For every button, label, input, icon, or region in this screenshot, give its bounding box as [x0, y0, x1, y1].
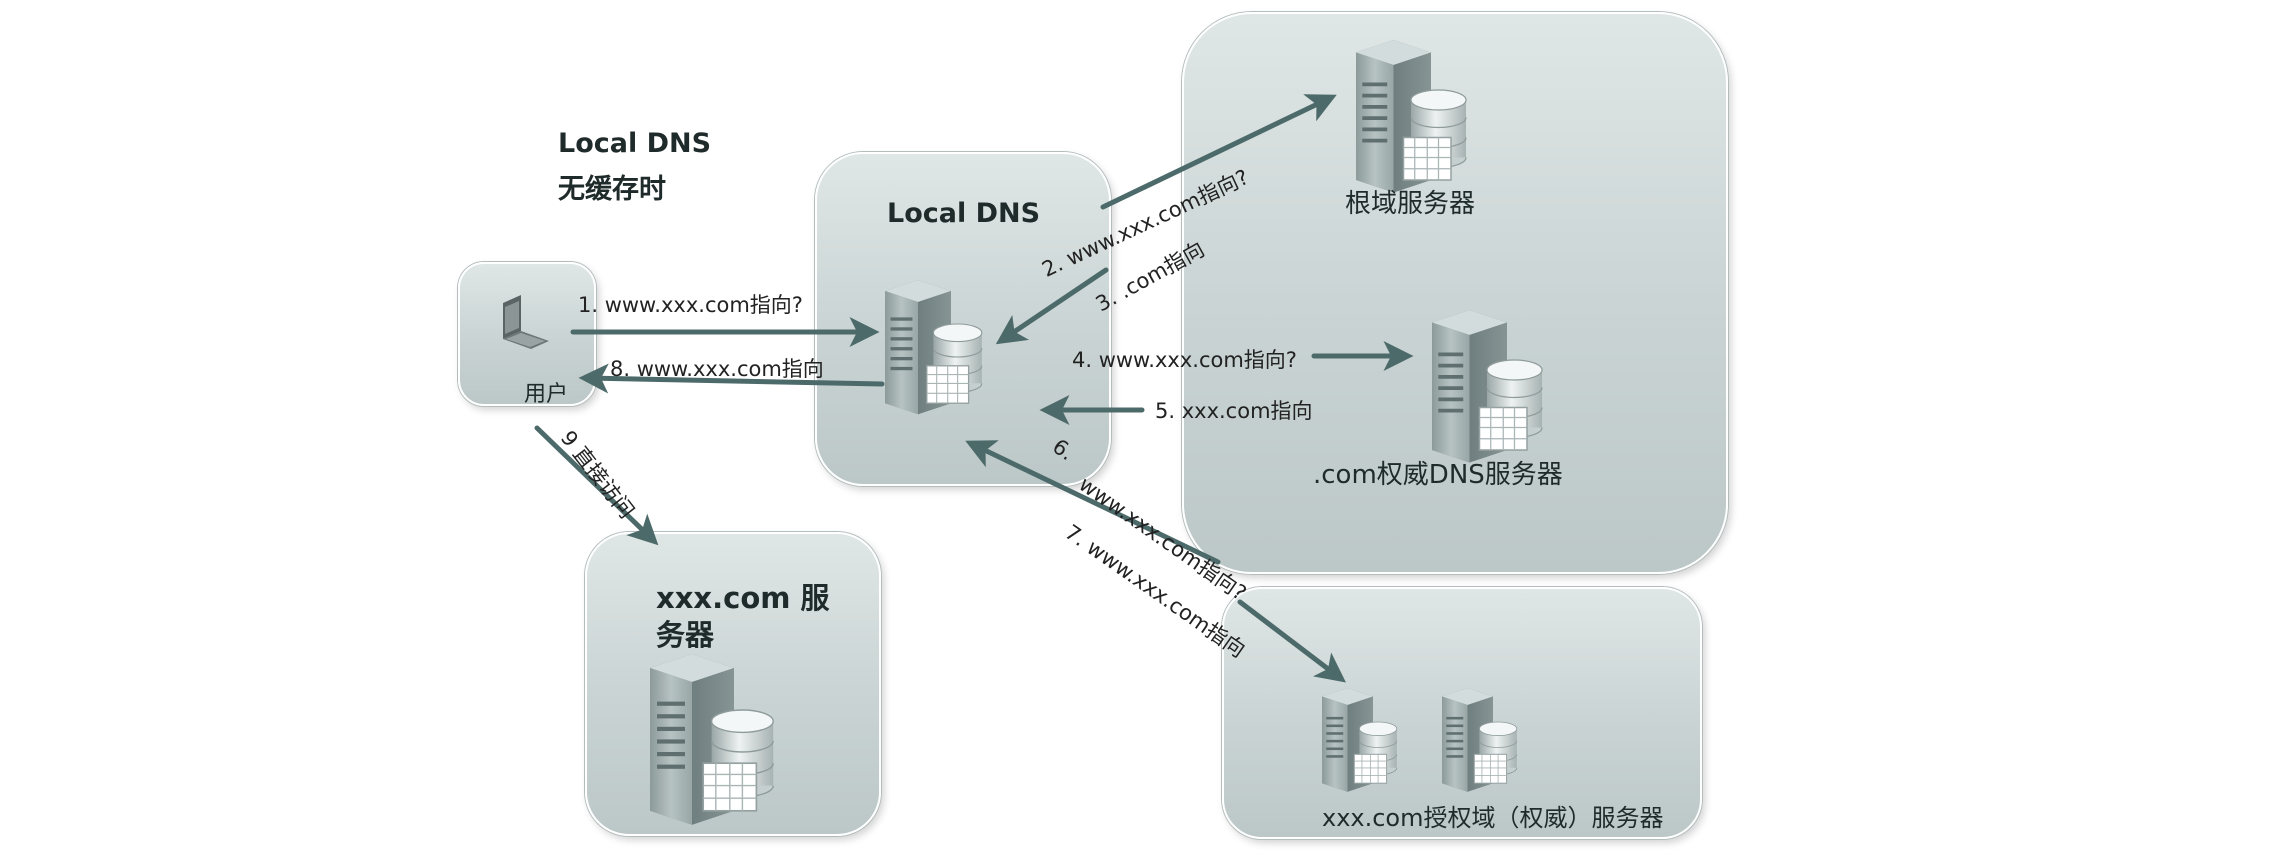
local-dns-label: Local DNS	[887, 198, 1041, 229]
com-server-label: .com权威DNS服务器	[1313, 460, 1563, 490]
auth-server-label: xxx.com授权域（权威）服务器	[1322, 804, 1664, 832]
com-server-icon	[1431, 309, 1543, 464]
step-4-label: 4. www.xxx.com指向?	[1072, 348, 1297, 372]
side-note-title: Local DNS	[558, 128, 712, 159]
arrow-step-8	[578, 363, 885, 394]
arrow-step-9	[534, 425, 659, 546]
xxx-server-label-line1: xxx.com 服	[656, 581, 830, 615]
root-server-icon	[1355, 39, 1467, 194]
laptop-icon	[503, 295, 549, 349]
user-label: 用户	[524, 382, 569, 407]
step-1-label: 1. www.xxx.com指向?	[578, 293, 803, 317]
xxx-server-icon	[649, 653, 775, 826]
root-server-label: 根域服务器	[1345, 189, 1476, 219]
auth-server-icon-2	[1441, 687, 1518, 793]
arrow-step-3	[995, 267, 1109, 345]
arrow-step-2	[1100, 94, 1337, 210]
arrow-step-6	[1237, 599, 1346, 683]
auth-server-icon-1	[1321, 687, 1398, 793]
local-dns-server-icon	[884, 279, 983, 415]
xxx-server-label-line2: 务器	[656, 618, 715, 652]
step-8-label: 8. www.xxx.com指向	[610, 357, 824, 381]
side-note-subtitle: 无缓存时	[558, 174, 666, 205]
step-5-label: 5. xxx.com指向	[1155, 399, 1313, 423]
arrow-step-7	[965, 440, 1221, 565]
